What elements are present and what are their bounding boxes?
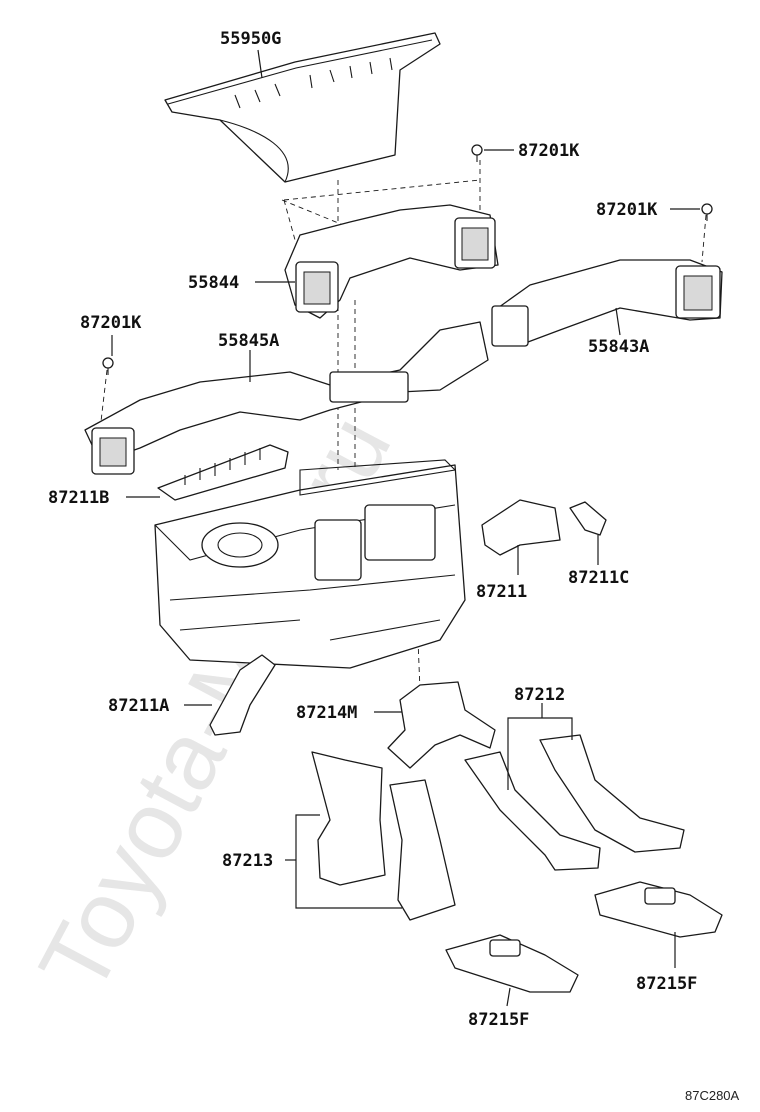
label-87213: 87213	[222, 851, 273, 871]
part-55843A-right-duct	[491, 259, 723, 347]
part-87211A-duct	[209, 654, 276, 736]
part-87211-duct	[481, 499, 561, 556]
part-hvac-assembly	[154, 459, 466, 669]
clip-icons	[102, 144, 713, 375]
label-55845A: 55845A	[218, 331, 279, 351]
part-87212-ducts	[464, 734, 685, 871]
part-55950G-dash-panel	[164, 32, 441, 183]
label-87211C: 87211C	[568, 568, 629, 588]
label-55844: 55844	[188, 273, 239, 293]
part-87214M-duct	[387, 681, 496, 769]
label-87214M: 87214M	[296, 703, 357, 723]
label-87211A: 87211A	[108, 696, 169, 716]
part-labels: 55950G 87201K 87201K 55844 87201K 55843A…	[48, 29, 740, 1103]
label-87201K-left: 87201K	[80, 313, 142, 333]
part-87211C-duct	[569, 501, 607, 536]
label-87211: 87211	[476, 582, 527, 602]
part-87215F-upper	[594, 881, 723, 938]
leader-lines	[111, 49, 700, 1007]
label-87215F-bottom: 87215F	[468, 1010, 529, 1030]
part-87215F-lower	[445, 934, 579, 993]
label-87211B: 87211B	[48, 488, 109, 508]
label-87215F-right: 87215F	[636, 974, 697, 994]
diagram-code: 87C280A	[685, 1088, 740, 1103]
label-87201K-right: 87201K	[596, 200, 658, 220]
part-87213-ducts	[311, 751, 456, 921]
label-55950G: 55950G	[220, 29, 281, 49]
part-55845A-long-duct	[84, 321, 489, 475]
label-55843A: 55843A	[588, 337, 649, 357]
label-87201K-top: 87201K	[518, 141, 580, 161]
part-87211B-grille	[157, 444, 289, 501]
part-55844-center-duct	[284, 204, 499, 319]
label-87212: 87212	[514, 685, 565, 705]
